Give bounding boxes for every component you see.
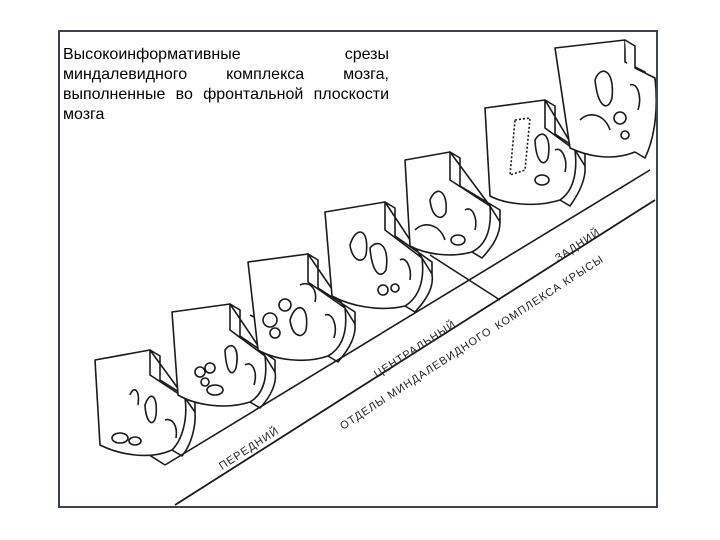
brain-section-4 (324, 201, 434, 313)
brain-section-3 (247, 253, 356, 363)
amygdala-sections-diagram: ПЕРЕДНИЙ ЦЕНТРАЛЬНЫЙ ЗАДНИЙ ОТДЕЛЫ МИНДА… (94, 39, 656, 506)
slide-caption: Высокоинформативные срезы миндалевидного… (63, 46, 389, 123)
label-anterior: ПЕРЕДНИЙ (217, 424, 282, 473)
brain-section-7 (554, 39, 656, 159)
label-central: ЦЕНТРАЛЬНЫЙ (372, 318, 459, 381)
brain-section-2 (171, 303, 277, 409)
brain-section-5 (404, 151, 501, 259)
